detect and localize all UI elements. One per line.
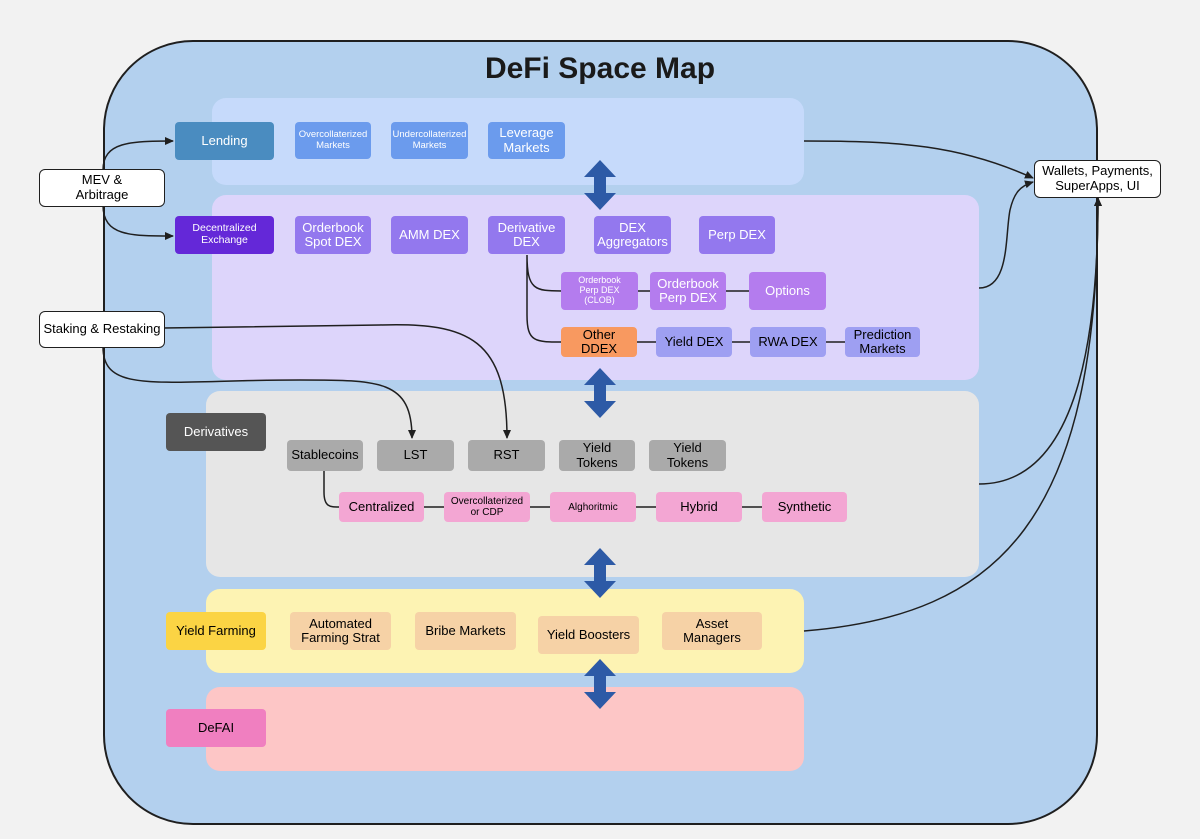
yield-farming-item: Yield Boosters	[538, 616, 639, 654]
derivatives-item: RST	[468, 440, 545, 471]
dex-to-wallets-connector	[978, 180, 1034, 289]
stablecoin-type: Centralized	[339, 492, 424, 522]
derivative-dex-tree-connector	[526, 254, 563, 343]
stablecoin-type: Alghoritmic	[550, 492, 636, 522]
defai-category: DeFAI	[166, 709, 266, 747]
yield-farming-item: Automated Farming Strat	[290, 612, 391, 650]
dex-category: Decentralized Exchange	[175, 216, 274, 254]
stablecoins-tree-connector	[323, 471, 340, 508]
dex-item: DEX Aggregators	[594, 216, 671, 254]
dex-item: Derivative DEX	[488, 216, 565, 254]
dex-item: AMM DEX	[391, 216, 468, 254]
staking-to-rst-connector	[162, 323, 511, 439]
yield-farming-item: Bribe Markets	[415, 612, 516, 650]
derivative-dex-type: Options	[749, 272, 826, 310]
double-arrow-yield-defai	[584, 659, 616, 709]
derivative-dex-type: Orderbook Perp DEX	[650, 272, 726, 310]
mev-to-lending-connector	[102, 137, 174, 171]
defai-panel	[206, 687, 804, 771]
lending-item: Overcollaterized Markets	[295, 122, 371, 159]
derivatives-category: Derivatives	[166, 413, 266, 451]
double-arrow-lending-dex	[584, 160, 616, 210]
stablecoin-type: Hybrid	[656, 492, 742, 522]
lending-to-wallets-connector	[803, 140, 1034, 179]
derivatives-panel	[206, 391, 979, 577]
derivative-dex-type: RWA DEX	[750, 327, 826, 357]
derivatives-item: Yield Tokens	[649, 440, 726, 471]
derivatives-item: Yield Tokens	[559, 440, 635, 471]
derivatives-item: LST	[377, 440, 454, 471]
stablecoin-type: Overcollaterized or CDP	[444, 492, 530, 522]
lending-category: Lending	[175, 122, 274, 160]
wallets-node: Wallets, Payments, SuperApps, UI	[1034, 160, 1161, 198]
lending-item: Undercollaterized Markets	[391, 122, 468, 159]
yield-farming-item: Asset Managers	[662, 612, 762, 650]
derivative-dex-type: Other DDEX	[561, 327, 637, 357]
lending-item: Leverage Markets	[488, 122, 565, 159]
derivatives-item: Stablecoins	[287, 440, 363, 471]
diagram-title: DeFi Space Map	[484, 52, 716, 85]
staking-restaking-node: Staking & Restaking	[39, 311, 165, 348]
derivative-dex-type: Orderbook Perp DEX (CLOB)	[561, 272, 638, 310]
staking-to-lst-connector	[102, 346, 416, 439]
derivative-dex-type: Prediction Markets	[845, 327, 920, 357]
derivative-dex-type: Yield DEX	[656, 327, 732, 357]
yield-farming-category: Yield Farming	[166, 612, 266, 650]
mev-arbitrage-node: MEV & Arbitrage	[39, 169, 165, 207]
mev-to-dex-connector	[102, 204, 174, 240]
dex-item: Perp DEX	[699, 216, 775, 254]
yield-to-wallets-connector	[803, 197, 1102, 632]
double-arrow-derivatives-yield	[584, 548, 616, 598]
derivatives-to-wallets-connector	[978, 197, 1102, 485]
dex-item: Orderbook Spot DEX	[295, 216, 371, 254]
stablecoin-type: Synthetic	[762, 492, 847, 522]
double-arrow-dex-derivatives	[584, 368, 616, 418]
